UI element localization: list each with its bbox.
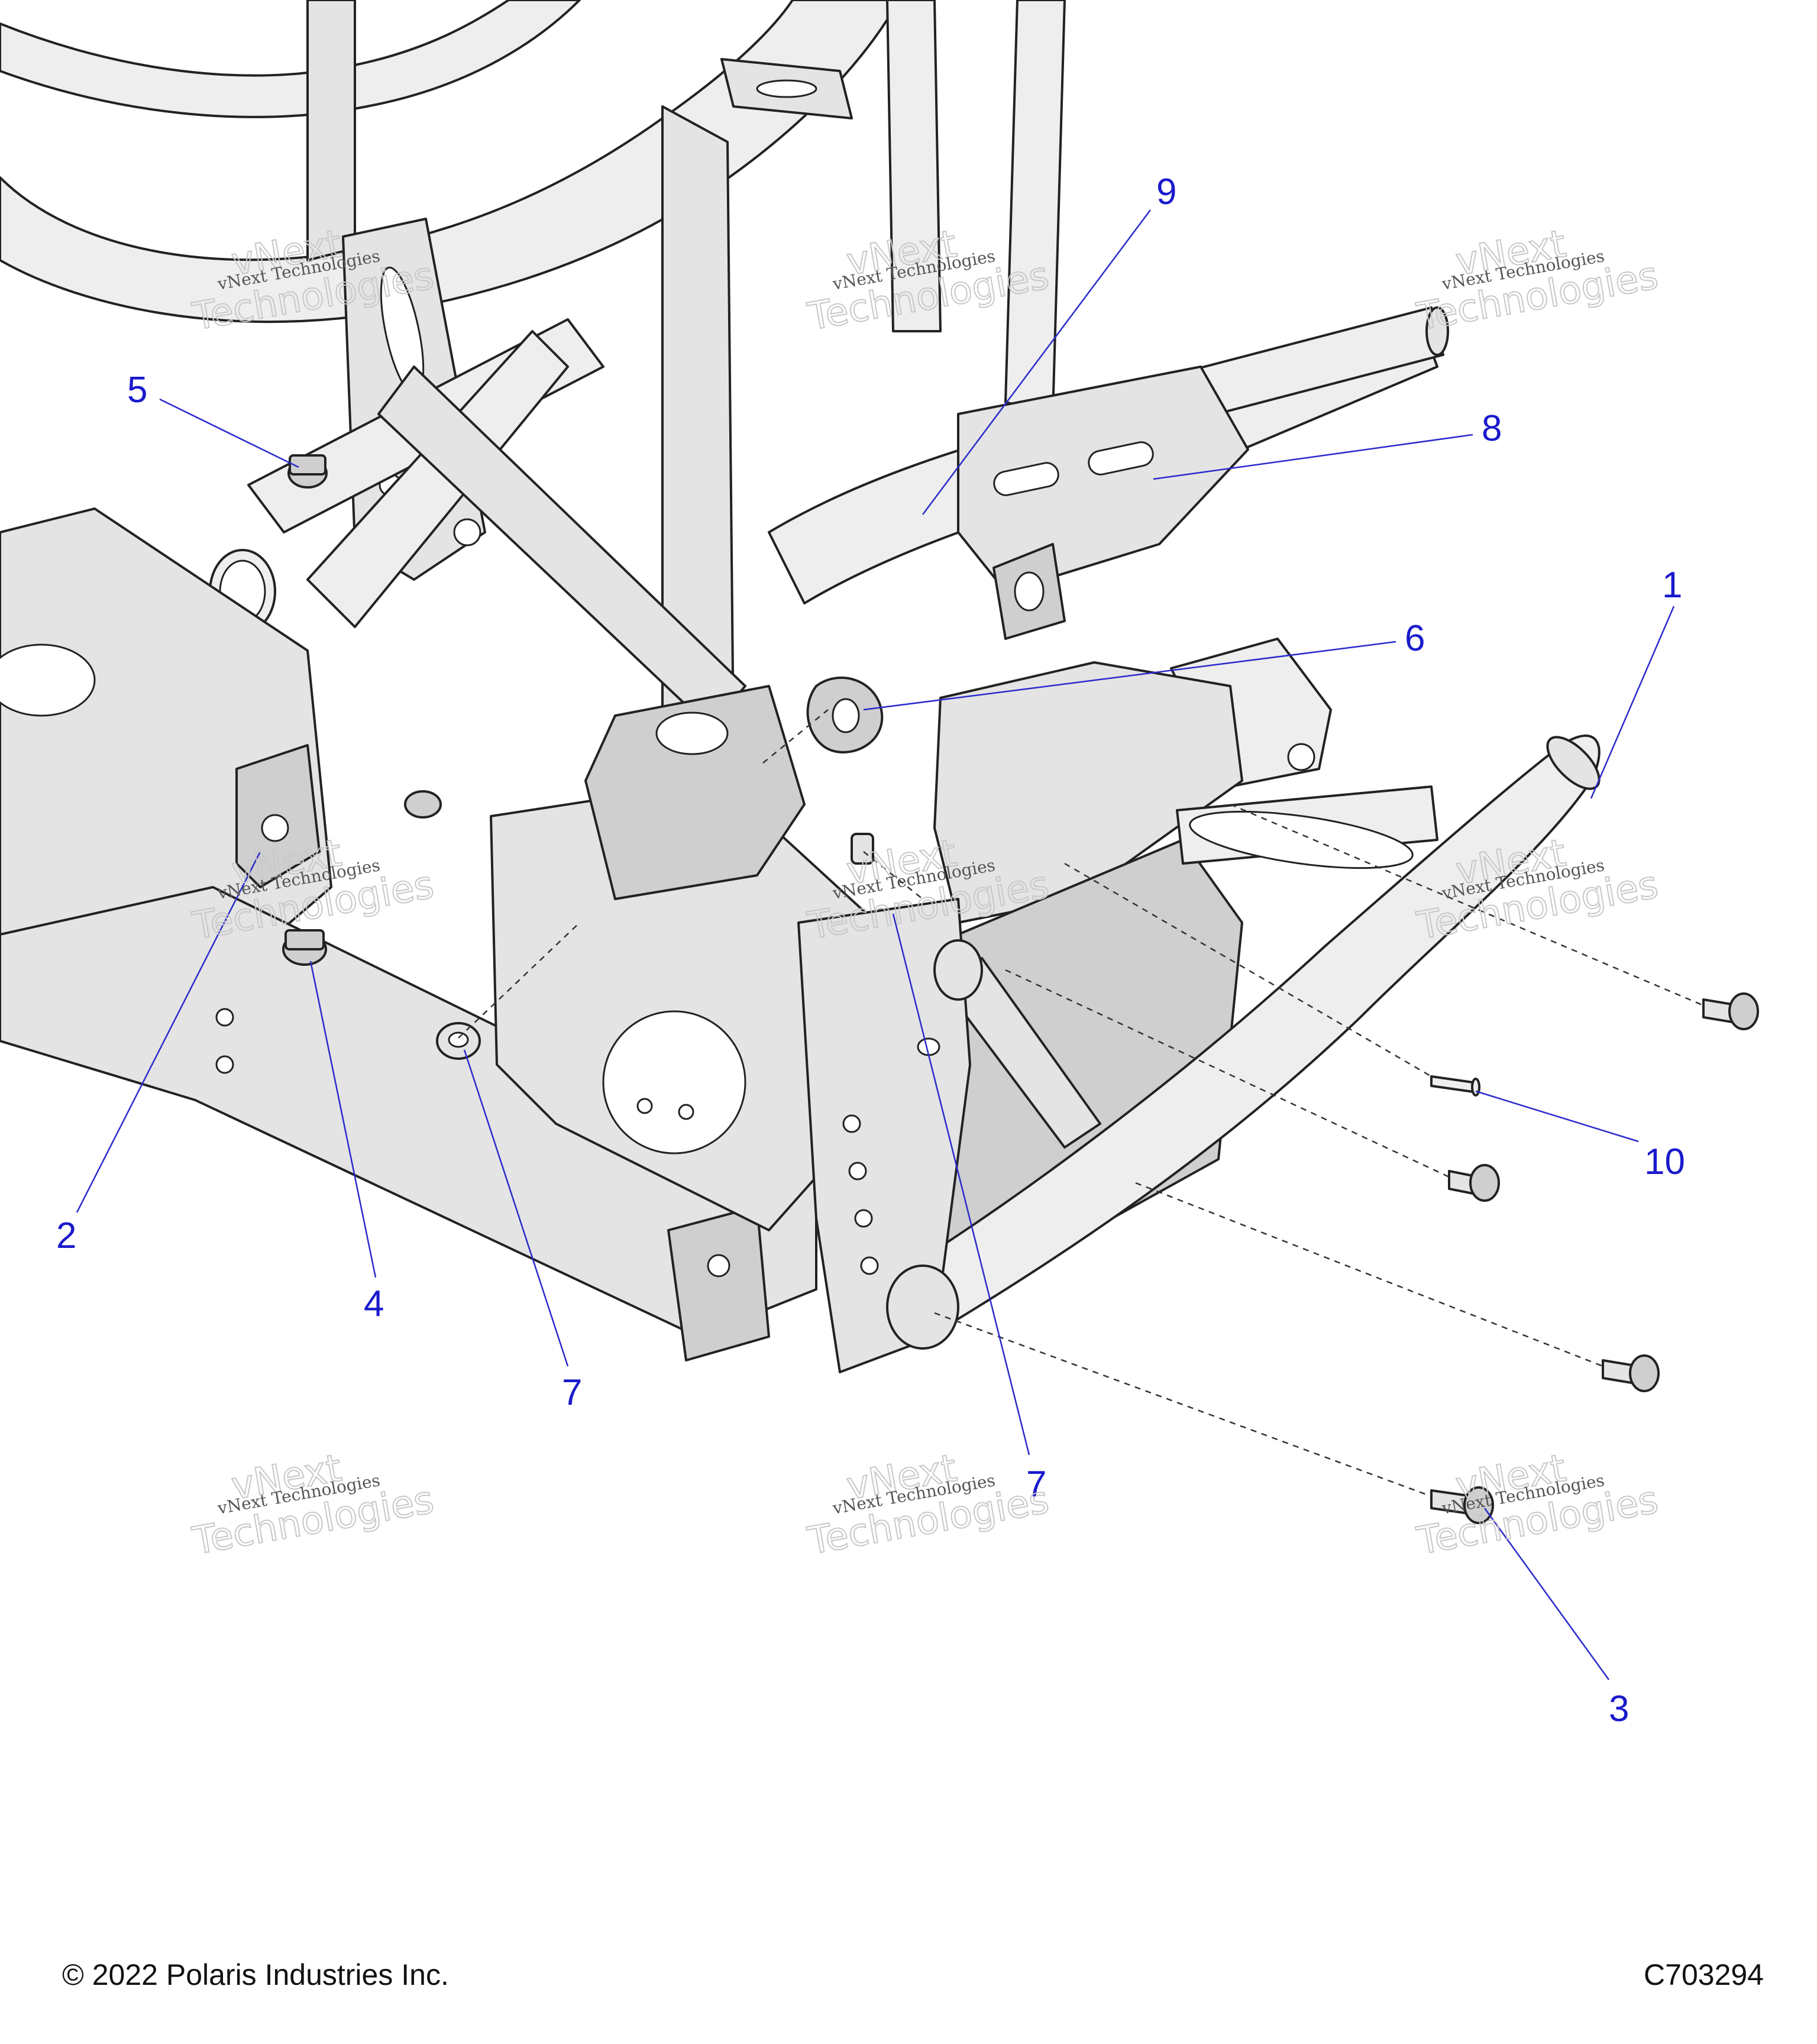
callout-9: 9 bbox=[1156, 172, 1176, 212]
flange-nut-7-left bbox=[436, 1022, 481, 1060]
leader-7b bbox=[892, 913, 1030, 1456]
leader-5 bbox=[159, 398, 299, 468]
leader-9 bbox=[922, 209, 1152, 515]
watermark-3: vNext vNext Technologies Technologies bbox=[1413, 222, 1662, 340]
hardware bbox=[282, 454, 1759, 1524]
callout-2: 2 bbox=[56, 1215, 76, 1256]
center-clamp-block bbox=[584, 685, 806, 900]
a-arm-upper-mount-plate bbox=[933, 661, 1243, 924]
copyright-text: © 2022 Polaris Industries Inc. bbox=[62, 1958, 449, 1991]
leader-1 bbox=[1590, 606, 1675, 799]
callout-6: 6 bbox=[1405, 618, 1425, 659]
part-number: C703294 bbox=[1644, 1958, 1764, 1991]
flange-nut-5 bbox=[287, 454, 328, 489]
callout-7b: 7 bbox=[1026, 1464, 1046, 1505]
callout-labels: 1 2 3 4 5 6 7 7 8 9 10 bbox=[56, 172, 1685, 1729]
left-vertical-post bbox=[306, 0, 356, 261]
leader-8 bbox=[1153, 434, 1473, 480]
callout-5: 5 bbox=[127, 370, 147, 410]
upper-rail-tube bbox=[0, 0, 581, 118]
assembly-dash-lines bbox=[458, 709, 1704, 1498]
leader-3 bbox=[1483, 1508, 1610, 1680]
flange-nut-center bbox=[404, 790, 442, 819]
far-right-post bbox=[886, 0, 942, 332]
pivot-bushing-upper bbox=[933, 939, 983, 1001]
bolt-upper-right bbox=[1702, 992, 1759, 1030]
bushing-6 bbox=[806, 676, 884, 753]
watermark-7: vNext vNext Technologies Technologies bbox=[189, 1446, 438, 1564]
callout-10: 10 bbox=[1644, 1141, 1685, 1182]
bolt-middle-right bbox=[1448, 1164, 1500, 1202]
flange-nut-4 bbox=[282, 929, 327, 966]
vehicle-frame bbox=[0, 0, 1449, 1361]
watermark-8: vNext vNext Technologies Technologies bbox=[804, 1446, 1053, 1564]
pin-10 bbox=[1430, 1075, 1480, 1097]
left-lower-frame bbox=[0, 507, 332, 1030]
leader-6 bbox=[863, 641, 1396, 711]
callout-3: 3 bbox=[1609, 1689, 1629, 1729]
callout-7a: 7 bbox=[562, 1372, 582, 1413]
callout-8: 8 bbox=[1482, 408, 1502, 449]
right-vertical-post bbox=[1004, 0, 1066, 415]
leader-lines bbox=[76, 209, 1675, 1680]
callout-4: 4 bbox=[364, 1283, 384, 1324]
bolt-3 bbox=[1430, 1486, 1494, 1524]
bolt-lower-right bbox=[1602, 1354, 1660, 1392]
leader-4 bbox=[309, 960, 377, 1278]
leader-7a bbox=[463, 1049, 569, 1367]
callout-1: 1 bbox=[1662, 565, 1682, 606]
front-slotted-bracket bbox=[957, 366, 1249, 593]
lower-rail-end-plate bbox=[667, 1205, 770, 1361]
pivot-bushing-lower bbox=[886, 1264, 959, 1350]
a-arm-assembly bbox=[797, 661, 1601, 1373]
leader-2 bbox=[76, 851, 261, 1213]
stud-7-right bbox=[851, 833, 874, 865]
leader-10 bbox=[1475, 1090, 1639, 1143]
